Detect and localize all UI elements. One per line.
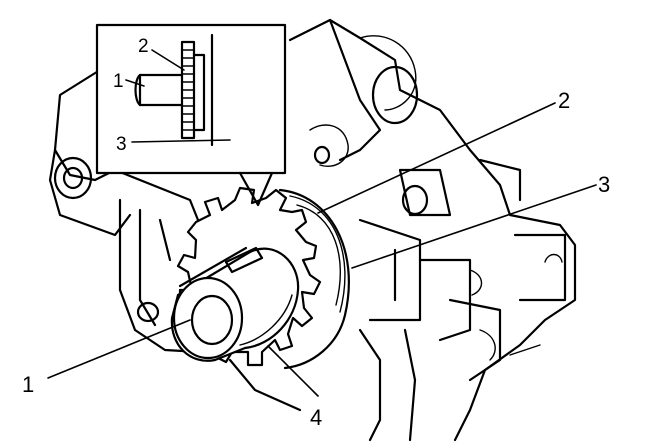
detail-inset: [95, 23, 287, 207]
engine-block: [288, 18, 577, 442]
callout-housing: 3: [598, 172, 610, 197]
callout-sprocket-face: 2: [558, 88, 570, 113]
main-callouts: 1 2 3 4: [22, 88, 610, 430]
inset-callouts: 1 2 3: [113, 36, 149, 155]
shaft: [170, 246, 300, 362]
leader-lines: [47, 49, 597, 397]
callout-tooth: 4: [310, 405, 322, 430]
inset-sprocket-hatch: [181, 49, 195, 131]
inset-callout-reference: 3: [116, 134, 127, 155]
inset-callout-sprocket: 2: [138, 36, 149, 57]
inset-callout-shaft: 1: [113, 71, 124, 92]
mounting-bracket: [48, 68, 302, 412]
callout-shaft: 1: [22, 372, 34, 397]
